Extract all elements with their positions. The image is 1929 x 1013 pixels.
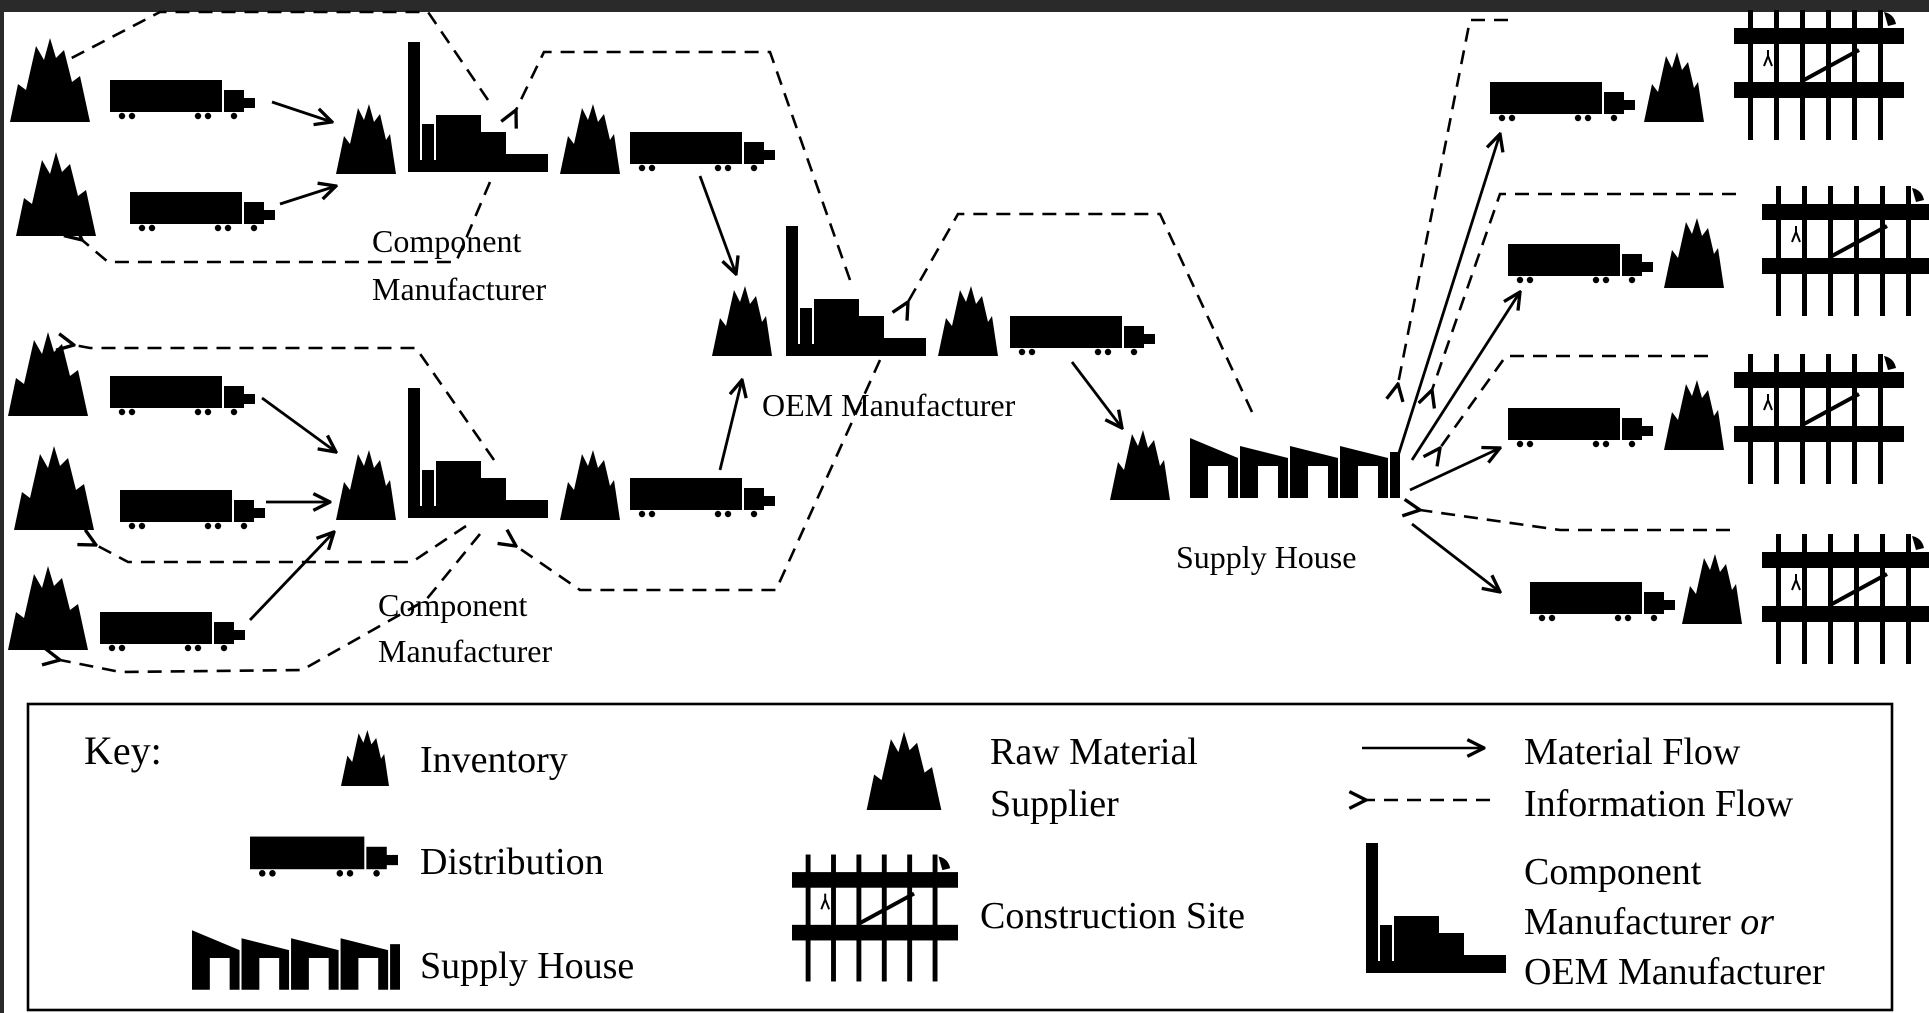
svg-text:Manufacturer: Manufacturer [378,633,552,669]
legend-manufacturer-label: OEM Manufacturer [1524,951,1825,993]
raw-material-supplier-icon: R [10,38,90,122]
svg-text:Manufacturer: Manufacturer [372,271,546,307]
svg-text:R: R [37,614,59,647]
legend-title: Key: [84,728,162,773]
raw-material-supplier-icon: R [8,566,88,650]
legend-box: Key: Inventory Distribution Supply House… [26,702,1894,1012]
legend-construction-site-label: Construction Site [980,895,1245,937]
svg-text:Component: Component [378,587,527,623]
legend-inventory-label: Inventory [420,739,568,781]
legend-manufacturer-label: Manufacturer or [1524,901,1774,943]
legend-raw-material-supplier-icon: R [866,731,942,810]
svg-text:Component: Component [372,223,521,259]
legend-supply-house-label: Supply House [420,945,634,987]
svg-text:R: R [45,200,67,233]
legend-manufacturer-label: Component [1524,851,1702,893]
legend-raw-material-label: Raw Material [990,731,1198,773]
raw-material-supplier-icon: R [8,332,88,416]
component-manufacturer-label-top: Component Manufacturer [372,223,546,307]
material-flow-arrows [248,100,1520,621]
oem-manufacturer-label: OEM Manufacturer [762,387,1016,423]
svg-text:R: R [43,494,65,527]
svg-text:R: R [37,380,59,413]
raw-material-supplier-icon: R [14,446,94,530]
svg-text:R: R [894,776,915,807]
legend-material-flow-label: Material Flow [1524,731,1741,773]
information-flow-lines [60,10,1736,674]
supply-house-label: Supply House [1176,539,1356,575]
legend-distribution-label: Distribution [420,841,604,883]
raw-material-supplier-icon: R [16,152,96,236]
svg-text:R: R [39,86,61,119]
legend-raw-material-label: Supplier [990,783,1119,825]
legend-information-flow-label: Information Flow [1524,783,1794,825]
component-manufacturer-label-bottom: Component Manufacturer [378,587,552,669]
